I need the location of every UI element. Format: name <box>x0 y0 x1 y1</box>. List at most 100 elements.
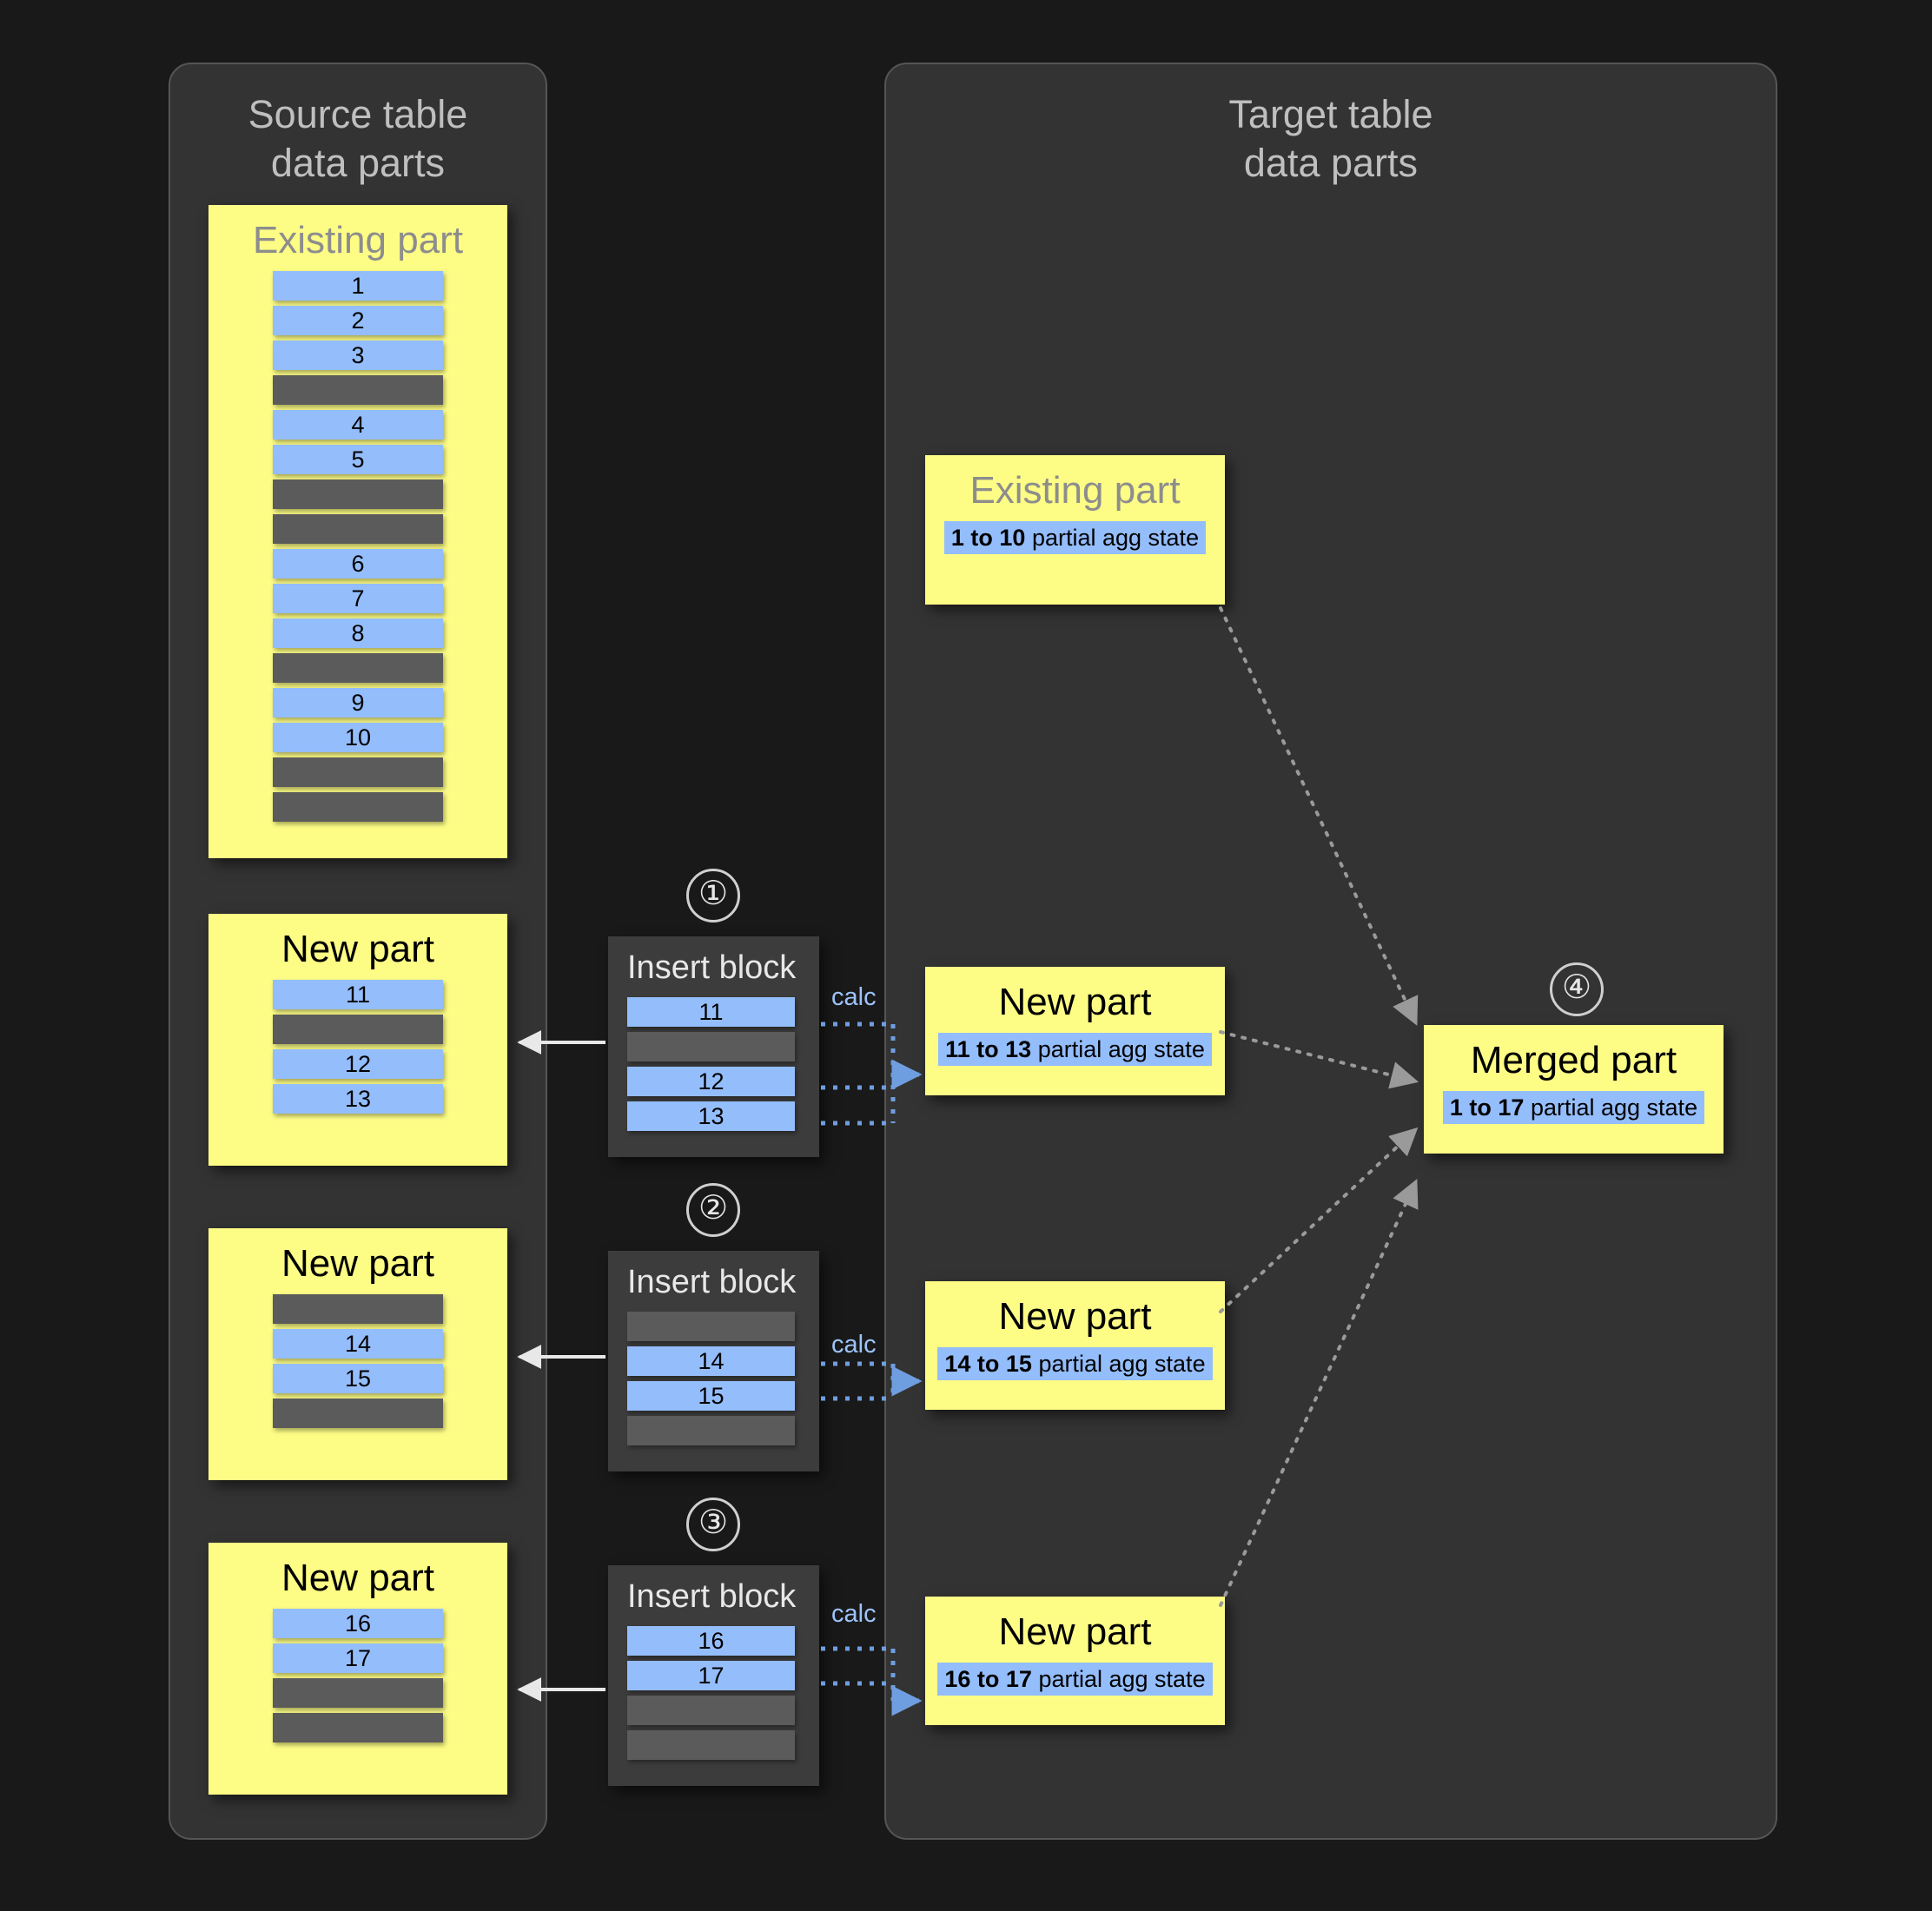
target-new-part-card-2: New part 14 to 15 partial agg state <box>925 1281 1225 1410</box>
step-marker-1: ① <box>686 869 740 922</box>
target-table-title: Target table data parts <box>1228 92 1433 185</box>
empty-row <box>627 1032 795 1061</box>
card-title: New part <box>998 1295 1152 1338</box>
insert-block-row-list: 11 12 13 <box>608 997 819 1131</box>
insert-block-1: Insert block 11 12 13 <box>608 936 819 1157</box>
card-title: New part <box>281 1242 435 1285</box>
agg-state-wrap: 16 to 17 partial agg state <box>925 1663 1225 1696</box>
data-row: 15 <box>273 1364 443 1393</box>
empty-row <box>273 757 443 787</box>
source-table-title: Source table data parts <box>248 92 468 185</box>
card-title: New part <box>281 928 435 970</box>
step-marker-2: ② <box>686 1183 740 1237</box>
target-table-panel: Target table data parts <box>884 63 1777 1840</box>
agg-state-pill: 14 to 15 partial agg state <box>937 1347 1213 1380</box>
data-row: 9 <box>273 688 443 717</box>
card-title: New part <box>281 1557 435 1599</box>
step-marker-3: ③ <box>686 1498 740 1551</box>
agg-state-wrap: 14 to 15 partial agg state <box>925 1347 1225 1380</box>
empty-row <box>273 1399 443 1428</box>
empty-row <box>273 1678 443 1708</box>
data-row: 16 <box>627 1626 795 1656</box>
agg-suffix: partial agg state <box>1031 1351 1206 1377</box>
data-row: 7 <box>273 584 443 613</box>
agg-suffix: partial agg state <box>1031 1666 1206 1692</box>
card-row-list: 1 2 3 4 5 6 7 8 9 10 <box>208 271 507 822</box>
agg-state-wrap: 11 to 13 partial agg state <box>925 1033 1225 1066</box>
data-row: 12 <box>627 1067 795 1096</box>
data-row: 14 <box>273 1329 443 1359</box>
data-row: 14 <box>627 1346 795 1376</box>
insert-block-title: Insert block <box>627 1264 797 1300</box>
data-row: 15 <box>627 1381 795 1411</box>
target-new-part-card-3: New part 16 to 17 partial agg state <box>925 1597 1225 1725</box>
agg-state-pill: 1 to 17 partial agg state <box>1442 1091 1705 1124</box>
data-row: 1 <box>273 271 443 301</box>
card-title: Existing part <box>969 469 1181 512</box>
empty-row <box>627 1696 795 1725</box>
agg-state-pill: 1 to 10 partial agg state <box>943 521 1207 554</box>
empty-row <box>273 1294 443 1324</box>
source-existing-part-card: Existing part 1 2 3 4 5 6 7 8 9 10 <box>208 205 507 858</box>
calc-label-2: calc <box>831 1331 877 1359</box>
card-title: Merged part <box>1470 1039 1677 1081</box>
agg-state-pill: 11 to 13 partial agg state <box>938 1033 1212 1066</box>
agg-suffix: partial agg state <box>1524 1094 1698 1121</box>
empty-row <box>273 479 443 509</box>
data-row: 11 <box>273 980 443 1009</box>
data-row: 6 <box>273 549 443 579</box>
data-row: 5 <box>273 445 443 474</box>
agg-state-pill: 16 to 17 partial agg state <box>937 1663 1213 1696</box>
agg-range: 1 to 17 <box>1449 1094 1525 1121</box>
data-row: 11 <box>627 997 795 1027</box>
target-existing-part-card: Existing part 1 to 10 partial agg state <box>925 455 1225 605</box>
data-row: 2 <box>273 306 443 335</box>
empty-row <box>273 1015 443 1044</box>
data-row: 17 <box>627 1661 795 1690</box>
step-marker-4: ④ <box>1550 962 1604 1016</box>
target-new-part-card-1: New part 11 to 13 partial agg state <box>925 967 1225 1095</box>
empty-row <box>627 1730 795 1760</box>
card-title: New part <box>998 1610 1152 1653</box>
agg-state-wrap: 1 to 17 partial agg state <box>1424 1091 1724 1124</box>
card-title: New part <box>998 981 1152 1023</box>
insert-block-title: Insert block <box>627 949 797 986</box>
empty-row <box>273 653 443 683</box>
empty-row <box>627 1416 795 1445</box>
empty-row <box>273 792 443 822</box>
data-row: 16 <box>273 1609 443 1638</box>
data-row: 10 <box>273 723 443 752</box>
agg-state-wrap: 1 to 10 partial agg state <box>925 521 1225 554</box>
empty-row <box>627 1312 795 1341</box>
calc-label-3: calc <box>831 1600 877 1628</box>
agg-suffix: partial agg state <box>1025 525 1200 551</box>
data-row: 17 <box>273 1643 443 1673</box>
agg-range: 11 to 13 <box>945 1036 1032 1062</box>
agg-range: 1 to 10 <box>950 525 1026 551</box>
empty-row <box>273 375 443 405</box>
data-row: 3 <box>273 341 443 370</box>
merged-part-card: Merged part 1 to 17 partial agg state <box>1424 1025 1724 1154</box>
agg-range: 14 to 15 <box>944 1351 1032 1377</box>
agg-range: 16 to 17 <box>944 1666 1032 1692</box>
data-row: 13 <box>273 1084 443 1114</box>
calc-label-1: calc <box>831 983 877 1011</box>
data-row: 13 <box>627 1101 795 1131</box>
data-row: 4 <box>273 410 443 440</box>
empty-row <box>273 1713 443 1742</box>
data-row: 8 <box>273 618 443 648</box>
empty-row <box>273 514 443 544</box>
agg-suffix: partial agg state <box>1031 1036 1205 1062</box>
card-title: Existing part <box>252 219 464 261</box>
